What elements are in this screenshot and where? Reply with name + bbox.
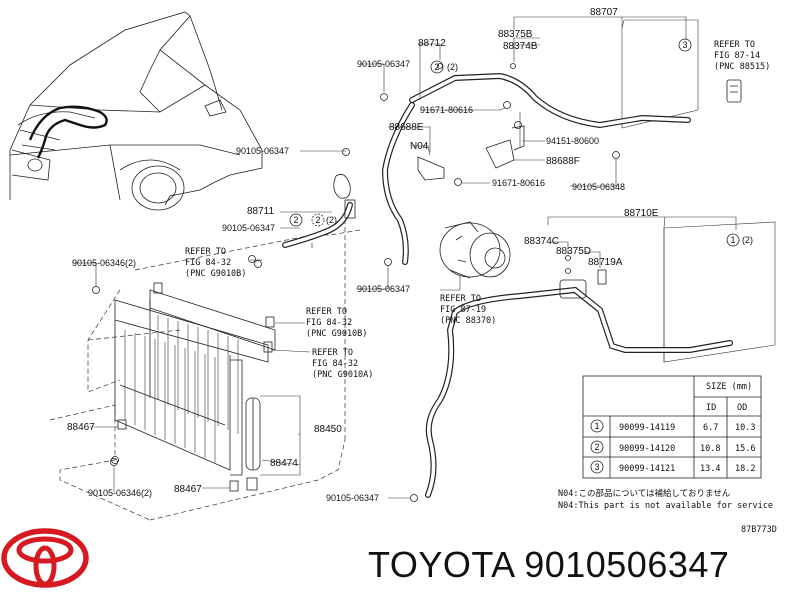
label-88712: 88712	[418, 38, 446, 49]
ref4-line2: FIG 84-32	[312, 359, 358, 369]
label-88719A: 88719A	[588, 257, 623, 268]
size-row2-ref: 2	[595, 442, 600, 452]
ref1-line2: FIG 87-14	[714, 51, 760, 61]
callout-1-88710E: 1	[731, 235, 736, 245]
label-91671-80616-a: 91671-80616	[420, 105, 473, 115]
note-jp: N04:この部品については補給しておりません	[558, 488, 731, 499]
vehicle-illustration	[9, 11, 263, 211]
size-table: SIZE (mm) ID OD 1 90099-14119 6.7 10.3 2…	[582, 375, 762, 479]
ref1-line3: (PNC 88515)	[714, 62, 770, 72]
callout-3-88707: 3	[683, 40, 688, 50]
size-row3-id: 13.4	[700, 464, 720, 474]
leader-lines	[72, 16, 737, 499]
ref3-line3: (PNC G9010B)	[306, 329, 367, 339]
ref1-line1: REFER TO	[714, 40, 755, 50]
label-90105-06346-top: 90105-06346(2)	[72, 258, 136, 268]
size-row2-id: 10.8	[700, 444, 720, 454]
size-row2-part: 90099-14120	[619, 444, 675, 454]
callout-2-88712: 2	[435, 62, 440, 72]
ac-hoses	[282, 72, 742, 498]
fasteners	[110, 63, 620, 502]
size-table-title: SIZE (mm)	[706, 382, 752, 392]
label-88375B: 88375B	[498, 29, 533, 40]
toyota-logo-icon	[1, 528, 89, 588]
label-88474: 88474	[270, 458, 298, 469]
size-row1-id: 6.7	[703, 423, 718, 433]
size-row1-od: 10.3	[735, 423, 755, 433]
label-90105-06347-left: 90105-06347	[222, 223, 275, 233]
qty-88710E: (2)	[742, 235, 753, 245]
note-en: N04:This part is not available for servi…	[558, 501, 773, 511]
label-88710E: 88710E	[624, 208, 659, 219]
reference-notes: REFER TO FIG 87-14 (PNC 88515) REFER TO …	[185, 40, 770, 380]
size-table-col-id: ID	[706, 403, 716, 413]
label-88374B: 88374B	[503, 41, 538, 52]
label-94151-80600: 94151-80600	[546, 136, 599, 146]
label-88450: 88450	[314, 424, 342, 435]
label-88711: 88711	[247, 206, 275, 217]
label-90105-06347-top: 90105-06347	[357, 59, 410, 69]
size-row3-od: 18.2	[735, 464, 755, 474]
ref5-line1: REFER TO	[440, 294, 481, 304]
brand-part-number: TOYOTA 9010506347	[368, 544, 730, 585]
label-88467-a: 88467	[67, 422, 95, 433]
size-row1-ref: 1	[595, 421, 600, 431]
label-88688E: 88688E	[389, 122, 424, 133]
ref4-line1: REFER TO	[312, 348, 353, 358]
ref2-line1: REFER TO	[185, 247, 226, 257]
part-labels: 88707 88375B 88374B 88712 90105-06347 91…	[67, 7, 659, 503]
size-table-col-od: OD	[737, 403, 747, 413]
label-90105-06347-mid: 90105-06347	[236, 146, 289, 156]
size-row3-part: 90099-14121	[619, 464, 675, 474]
assembly-outlines	[49, 19, 776, 521]
qty-88711: (2)	[326, 215, 337, 225]
footnotes: N04:この部品については補給しておりません N04:This part is …	[558, 488, 777, 535]
label-90105-06348: 90105-06348	[572, 182, 625, 192]
ref5-line2: FIG 87-19	[440, 305, 486, 315]
compressor-illustration	[439, 221, 511, 279]
qty-88712: (2)	[447, 62, 458, 72]
label-88688F: 88688F	[546, 156, 580, 167]
ref3-line2: FIG 84-32	[306, 318, 352, 328]
ref4-line3: (PNC G9010A)	[312, 370, 373, 380]
label-91671-80616-b: 91671-80616	[492, 178, 545, 188]
size-row1-part: 90099-14119	[619, 423, 675, 433]
label-90105-06347-bottom: 90105-06347	[326, 493, 379, 503]
label-88707: 88707	[590, 7, 618, 18]
ref5-line3: (PNC 88370)	[440, 316, 496, 326]
circled-callouts: 2 (2) 3 2 2 (2) 1 (2)	[289, 38, 753, 247]
ref3-line1: REFER TO	[306, 307, 347, 317]
label-90105-06347-comp: 90105-06347	[357, 284, 410, 294]
label-88374C: 88374C	[524, 236, 559, 247]
size-row3-ref: 3	[595, 462, 600, 472]
label-88467-b: 88467	[174, 484, 202, 495]
label-88375D: 88375D	[556, 246, 591, 257]
ref2-line3: (PNC G9010B)	[185, 269, 246, 279]
ref2-line2: FIG 84-32	[185, 258, 231, 268]
figure-code: 87B773D	[741, 525, 777, 535]
callout-2b-88711: 2	[316, 215, 321, 225]
label-90105-06346-bottom: 90105-06346(2)	[88, 488, 152, 498]
callout-2-88711: 2	[294, 215, 299, 225]
label-N04: N04	[410, 141, 429, 152]
size-row2-od: 15.6	[735, 444, 755, 454]
